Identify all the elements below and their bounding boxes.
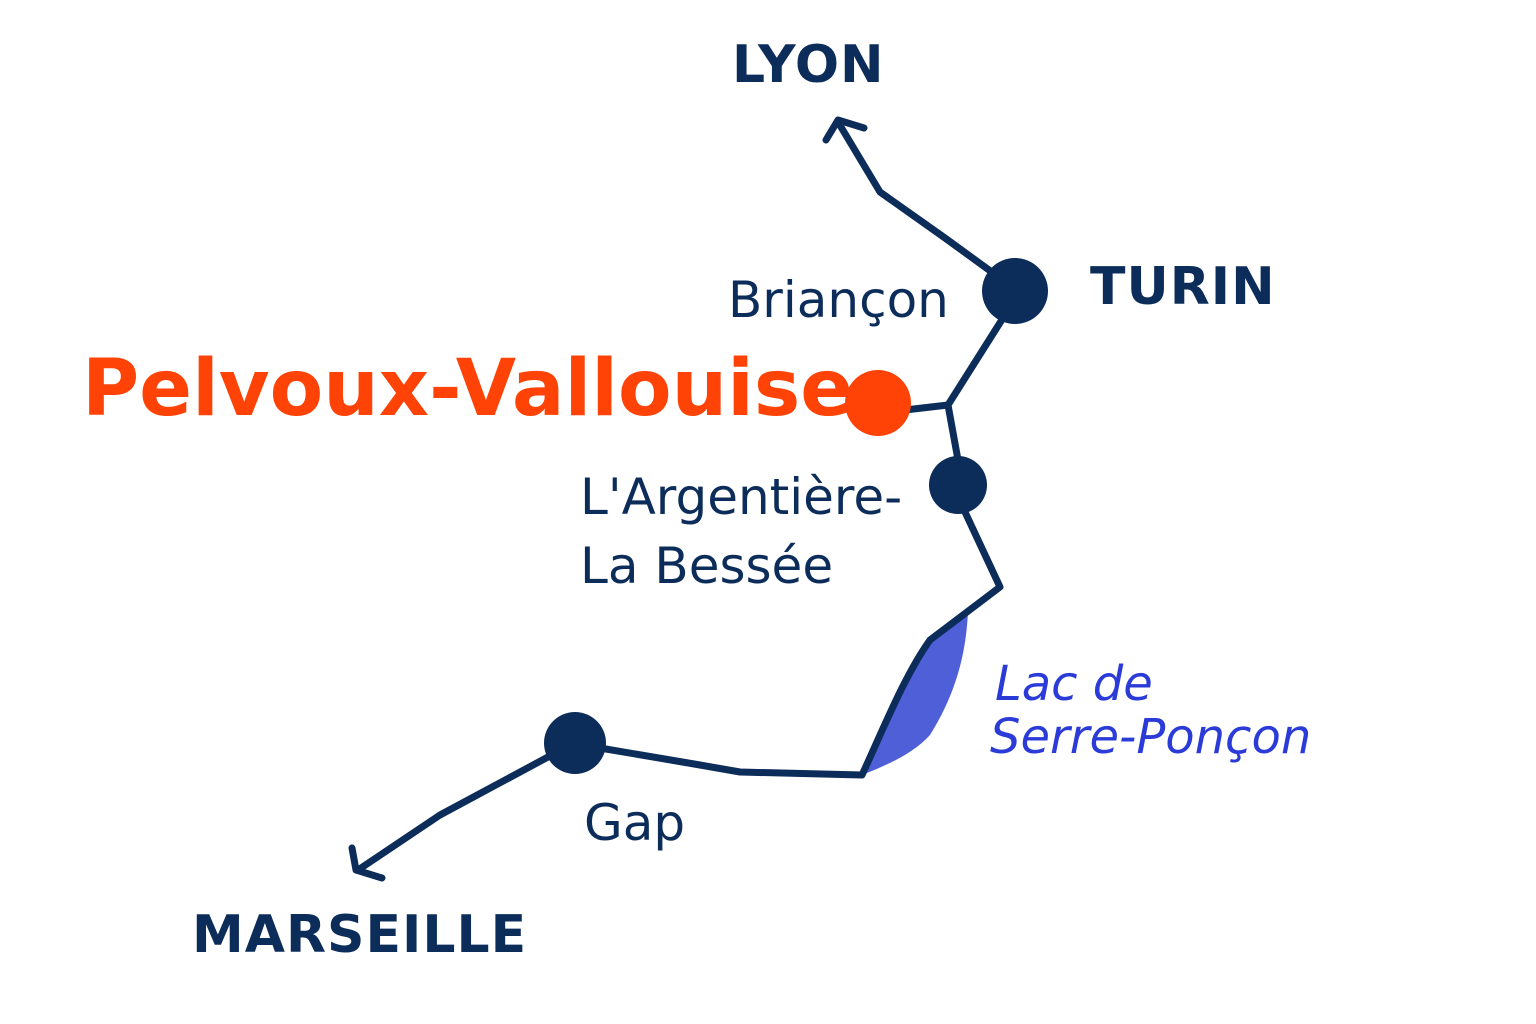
route-to-marseille	[354, 753, 552, 874]
pelvoux-vallouise-label: Pelvoux-Vallouise	[82, 344, 853, 434]
lyon-label: LYON	[732, 35, 885, 95]
turin-label: TURIN	[1090, 257, 1276, 317]
argentiere-node	[929, 456, 987, 514]
lyon-arrowhead-icon	[822, 116, 868, 144]
lake-label-line2: Serre-Ponçon	[990, 709, 1311, 765]
route-argentiere-gap	[596, 508, 1004, 779]
argentiere-label-line1: L'Argentière-	[580, 468, 902, 526]
route-to-lyon	[834, 118, 1004, 282]
briancon-label: Briançon	[728, 271, 949, 329]
argentiere-label-line2: La Bessée	[580, 537, 833, 595]
route-briancon-argentiere	[944, 314, 1007, 464]
lake-label-line1: Lac de	[995, 656, 1153, 712]
marseille-label: MARSEILLE	[192, 905, 527, 965]
gap-node	[544, 712, 606, 774]
gap-label: Gap	[584, 794, 685, 852]
pelvoux-node	[845, 370, 911, 436]
marseille-arrowhead-icon	[348, 844, 386, 882]
lake-serre-poncon	[862, 612, 968, 775]
route-branch-pelvoux	[901, 401, 952, 414]
briancon-node	[982, 258, 1048, 324]
